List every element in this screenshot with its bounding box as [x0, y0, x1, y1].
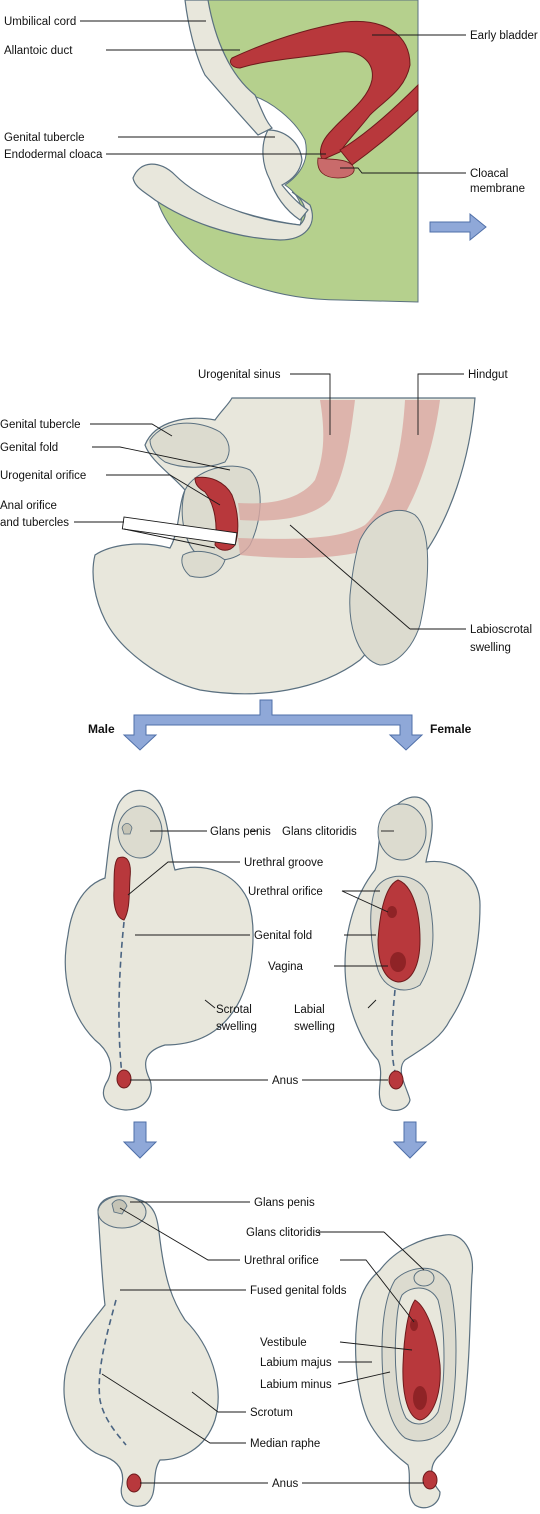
label-labioscrotal-2: swelling: [470, 642, 511, 654]
panel4-leaders: [101, 1201, 425, 1484]
label-endodermal-cloaca: Endodermal cloaca: [4, 149, 103, 161]
male-median-raphe: [98, 1299, 127, 1446]
label-urethral-groove: Urethral groove: [244, 857, 323, 869]
male-early-body: [64, 789, 254, 1111]
label-cloacal-membrane-1: Cloacal: [470, 168, 508, 180]
female-vagina-opening: [390, 952, 406, 972]
label-glans-clitoridis-p4: Glans clitoridis: [246, 1227, 321, 1239]
label-female: Female: [430, 722, 472, 736]
split-arrows: [122, 699, 424, 751]
male-anus-early: [116, 1069, 132, 1089]
label-genital-tubercle: Genital tubercle: [4, 132, 85, 144]
label-urethral-orifice-p4: Urethral orifice: [244, 1255, 319, 1267]
label-scrotum: Scrotum: [250, 1407, 293, 1419]
label-labioscrotal-1: Labioscrotal: [470, 624, 532, 636]
male-meatus-icon: [121, 823, 133, 835]
male-early: [64, 789, 254, 1111]
label-labial-2: swelling: [294, 1021, 335, 1033]
male-final-body: [63, 1195, 219, 1507]
allantoic-duct-shape: [229, 20, 411, 161]
female-urethral-orifice-final: [410, 1319, 418, 1331]
label-allantoic-duct: Allantoic duct: [4, 45, 73, 57]
genital-tubercle-shape: [262, 129, 309, 221]
panel-early-differentiation: Glans penis Glans clitoridis Urethral gr…: [64, 789, 481, 1159]
female-urethral-orifice: [387, 906, 397, 918]
panel1-leaders: [80, 20, 466, 174]
label-labium-minus: Labium minus: [260, 1379, 332, 1391]
anal-orifice-pointer: [121, 516, 238, 546]
panel-indifferent-stage: Urogenital sinus Hindgut Genital tubercl…: [0, 369, 532, 751]
label-cloacal-membrane-2: membrane: [470, 183, 525, 195]
label-scrotal-1: Scrotal: [216, 1004, 252, 1016]
label-early-bladder: Early bladder: [470, 30, 538, 42]
label-male: Male: [88, 722, 115, 736]
hindgut-shape: [339, 83, 419, 166]
down-arrow-male: [122, 1121, 158, 1159]
label-fused-genital-folds: Fused genital folds: [250, 1285, 347, 1297]
label-labium-majus: Labium majus: [260, 1357, 332, 1369]
label-genital-tubercle-p2: Genital tubercle: [0, 419, 81, 431]
female-urethral-vagina: [377, 879, 421, 983]
labioscrotal-swelling-p2: [349, 509, 429, 666]
label-anus-p4: Anus: [272, 1478, 298, 1490]
female-final: [355, 1234, 474, 1509]
female-anus-early: [388, 1070, 404, 1090]
label-hindgut: Hindgut: [468, 369, 508, 381]
label-genital-fold-p3: Genital fold: [254, 930, 312, 942]
label-umbilical-cord: Umbilical cord: [4, 16, 76, 28]
down-arrow-female: [392, 1121, 428, 1159]
panel-final-differentiation: Glans penis Glans clitoridis Urethral or…: [63, 1195, 474, 1509]
male-final: [63, 1195, 219, 1507]
umbilical-cord-tissue: [184, 0, 273, 136]
direction-arrow-right: [429, 212, 487, 242]
label-glans-penis-p3: Glans penis: [210, 826, 271, 838]
label-glans-penis-p4: Glans penis: [254, 1197, 315, 1209]
label-anal-orifice-2: and tubercles: [0, 517, 69, 529]
female-glans-clitoridis-final: [413, 1269, 435, 1287]
label-urogenital-sinus: Urogenital sinus: [198, 369, 281, 381]
label-labial-1: Labial: [294, 1004, 325, 1016]
label-scrotal-2: swelling: [216, 1021, 257, 1033]
label-glans-clitoridis-p3: Glans clitoridis: [282, 826, 357, 838]
label-urogenital-orifice: Urogenital orifice: [0, 470, 86, 482]
label-anal-orifice-1: Anal orifice: [0, 500, 57, 512]
label-vestibule: Vestibule: [260, 1337, 307, 1349]
panel2-leaders: [74, 373, 466, 630]
female-raphe-line: [391, 989, 396, 1073]
female-early: [344, 796, 481, 1112]
label-anus-p3: Anus: [272, 1075, 298, 1087]
female-vaginal-opening-final: [413, 1386, 427, 1410]
panel-cloaca: Umbilical cord Allantoic duct Early blad…: [4, 0, 538, 303]
label-vagina: Vagina: [268, 961, 304, 973]
female-glans-clitoridis: [377, 803, 427, 861]
label-median-raphe: Median raphe: [250, 1438, 320, 1450]
female-anus-final: [422, 1470, 438, 1490]
male-raphe-line: [118, 921, 125, 1076]
male-glans-penis: [117, 805, 163, 859]
embryo-tail-tissue: [132, 163, 313, 241]
male-urethral-groove: [113, 856, 131, 921]
label-urethral-orifice-p3: Urethral orifice: [248, 886, 323, 898]
panel3-leaders: [127, 830, 394, 1081]
label-genital-fold-p2: Genital fold: [0, 442, 58, 454]
anal-tubercle-p2: [181, 550, 226, 578]
cloaca-shape: [317, 157, 355, 179]
urogenital-sinus-band: [238, 400, 355, 521]
male-anus-final: [126, 1473, 142, 1493]
